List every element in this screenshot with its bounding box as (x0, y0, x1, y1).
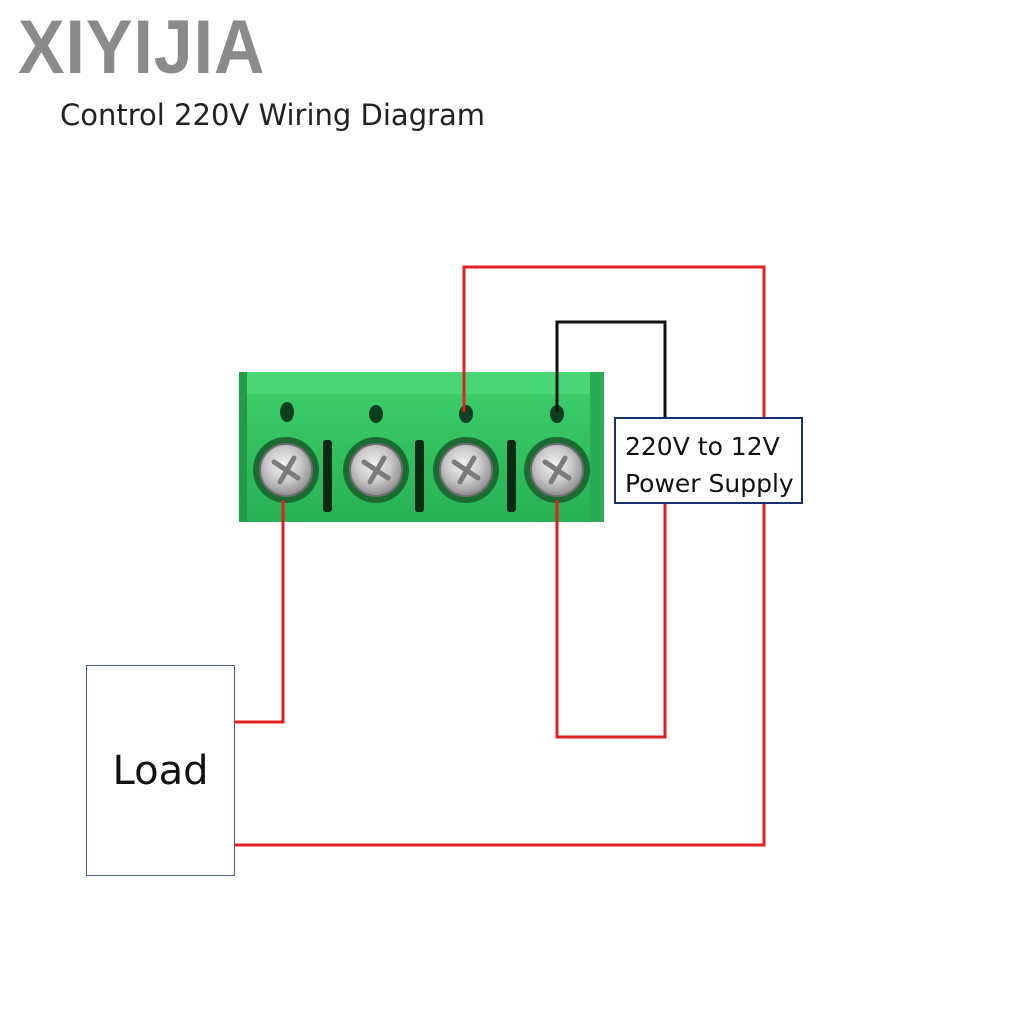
wire-hole-1 (280, 402, 294, 422)
power-supply-box: 220V to 12V Power Supply (614, 417, 803, 504)
terminal-separator-3 (507, 440, 516, 512)
wires (235, 265, 766, 847)
power-supply-label-line2: Power Supply (625, 469, 794, 498)
power-supply-label-line1: 220V to 12V (625, 432, 780, 461)
terminal-block-right-edge (590, 372, 604, 522)
wire-black-terminal4-to-psu (555, 320, 667, 418)
terminal-screw-4 (524, 437, 590, 503)
wire-red-terminal3-to-load (235, 265, 766, 847)
terminal-separator-2 (415, 440, 424, 512)
wire-hole-2 (369, 405, 383, 423)
terminal-screw-3 (433, 437, 499, 503)
wire-red-terminal4-to-psu (555, 500, 667, 739)
brand-watermark: XIYIJIA (18, 5, 266, 90)
wire-hole-3 (459, 405, 473, 423)
wire-hole-4 (550, 405, 564, 423)
wire-red-terminal1-to-load (235, 500, 285, 724)
terminal-separator-1 (323, 440, 332, 512)
terminal-block (239, 372, 604, 522)
terminal-screw-2 (343, 437, 409, 503)
terminal-block-left-edge (239, 372, 247, 522)
terminal-screw-1 (253, 437, 319, 503)
load-box: Load (86, 665, 235, 876)
terminal-block-top-face (239, 372, 604, 394)
diagram-title: Control 220V Wiring Diagram (60, 98, 486, 132)
load-label: Load (112, 747, 209, 794)
